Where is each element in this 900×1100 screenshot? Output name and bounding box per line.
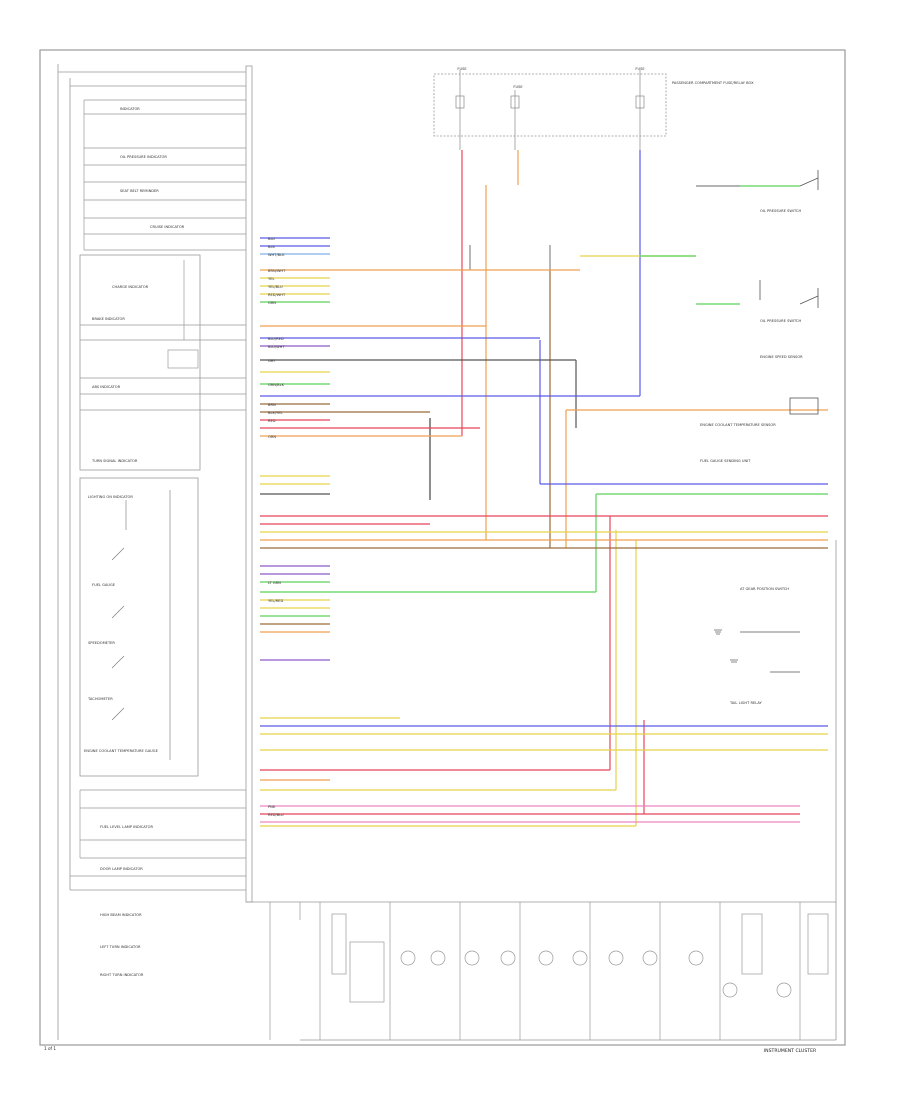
fuse-label: FUSE [457, 67, 467, 71]
turn-signal-indicator-label: TURN SIGNAL INDICATOR [91, 459, 138, 463]
warning-lights-box [79, 254, 201, 471]
right-turn-indicator-label: RIGHT TURN INDICATOR [100, 973, 144, 977]
switch-icon [740, 170, 819, 673]
ground-icon [714, 629, 738, 663]
instrument-cluster-box [245, 65, 253, 903]
wire-label: YEL/RED [268, 599, 283, 603]
oil-pressure-switch-label: OIL PRESSURE SWITCH [760, 319, 801, 323]
page-label: 1 of 1 [44, 1046, 56, 1051]
charge-indicator-label: CHARGE INDICATOR [112, 285, 149, 289]
oil-pressure-indicator-label: OIL PRESSURE INDICATOR [120, 155, 167, 159]
gauge-symbols [111, 490, 171, 760]
fuel-gauge-label: FUEL GAUGE [92, 583, 116, 587]
diagram-title: INSTRUMENT CLUSTER [764, 1048, 817, 1054]
warning-lights-lines [80, 260, 246, 411]
diagram-frame [39, 49, 846, 1046]
wire-label: BLU [268, 237, 275, 241]
oil-pressure-switch-label: OIL PRESSURE SWITCH [760, 209, 801, 213]
cruise-indicator-label: CRUISE INDICATOR [150, 225, 185, 229]
brake-indicator-label: BRAKE INDICATOR [92, 317, 125, 321]
indicator-label: INDICATOR [120, 107, 140, 111]
wire-label: ORN [268, 435, 276, 439]
wire-label: YEL [268, 277, 274, 281]
wire-label: GRY [268, 359, 276, 363]
wire-label: RED [268, 419, 276, 423]
tachometer-label: TACHOMETER [87, 697, 113, 701]
wires-horizontal [260, 185, 828, 827]
wire-label: GRN/BLK [268, 383, 285, 387]
fuse-relay-box [433, 73, 667, 137]
seat-belt-reminder-label: SEAT BELT REMINDER [120, 189, 159, 193]
high-beam-indicator-label: HIGH BEAM INDICATOR [100, 913, 142, 917]
wire-label: BLU/RED [268, 337, 284, 341]
left-turn-indicator-label: LEFT TURN INDICATOR [100, 945, 141, 949]
lower-left-lines [70, 789, 246, 891]
wires-vertical [429, 150, 645, 826]
door-lamp-indicator-label: DOOR LAMP INDICATOR [100, 867, 143, 871]
wire-label: BRN [268, 403, 276, 407]
fuse-box-label: PASSENGER COMPARTMENT FUSE/RELAY BOX [672, 81, 754, 85]
fuse-label: FUSE [635, 67, 645, 71]
bottom-terminal-lines [269, 902, 836, 1041]
wire-label: BRN/WHT [268, 269, 286, 273]
wire-label: RED/BLU [268, 813, 284, 817]
wire-label: BLK [268, 245, 275, 249]
wire-label: BLK/YEL [268, 411, 283, 415]
wire-label: GRN [268, 301, 276, 305]
bulb-icon-row [331, 913, 829, 1003]
tail-light-relay-label: TAIL LIGHT RELAY [729, 701, 762, 705]
wire-label: LT GRN [268, 581, 281, 585]
left-rails [57, 64, 246, 1040]
wire-label: PNK [268, 805, 276, 809]
wire-label: WHT/BLK [268, 253, 285, 257]
fuel-level-lamp-label: FUEL LEVEL LAMP INDICATOR [100, 825, 153, 829]
speedometer-label: SPEEDOMETER [88, 641, 115, 645]
left-indicator-rows [83, 99, 246, 251]
wire-label: RED/WHT [268, 293, 286, 297]
ect-gauge-label: ENGINE COOLANT TEMPERATURE GAUGE [84, 749, 159, 753]
lighting-on-indicator-label: LIGHTING ON INDICATOR [88, 495, 133, 499]
fuse-label: FUSE [513, 85, 523, 89]
fuel-sending-unit-label: FUEL GAUGE SENDING UNIT [700, 459, 751, 463]
ect-sensor-label: ENGINE COOLANT TEMPERATURE SENSOR [700, 423, 776, 427]
fuse-icon-group [455, 70, 645, 150]
wire-label: BLU/WHT [268, 345, 285, 349]
engine-speed-sensor-label: ENGINE SPEED SENSOR [760, 355, 803, 359]
gear-position-switch-label: AT GEAR POSITION SWITCH [740, 587, 789, 591]
wire-label: YEL/BLU [268, 285, 283, 289]
abs-indicator-label: ABS INDICATOR [92, 385, 121, 389]
gauge-box [79, 477, 199, 777]
